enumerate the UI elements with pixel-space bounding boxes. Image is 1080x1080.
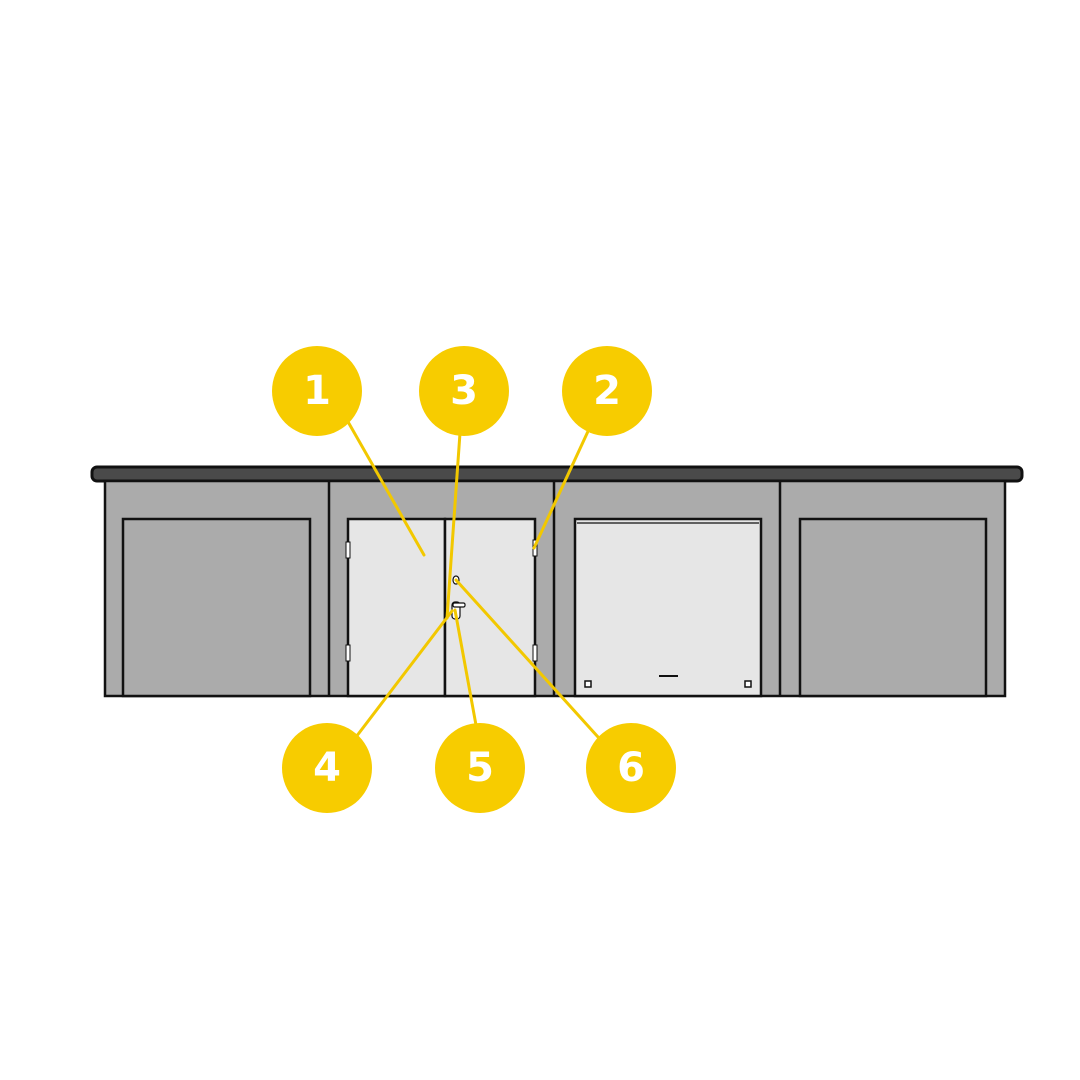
callout-3-label: 3 <box>450 368 478 414</box>
leader-line-4 <box>354 609 454 739</box>
callout-4: 4 <box>282 723 372 813</box>
garage-door-unit-1 <box>121 517 312 698</box>
callout-2-label: 2 <box>593 368 621 414</box>
callout-6: 6 <box>586 723 676 813</box>
callout-1: 1 <box>272 346 362 436</box>
door-bolt-icon <box>744 680 752 688</box>
hinge-icon <box>345 644 351 662</box>
callout-leaders <box>345 418 600 739</box>
double-swing-door <box>345 517 538 698</box>
callout-5-label: 5 <box>466 745 494 791</box>
hinge-icon <box>532 644 538 662</box>
hinge-icon <box>345 541 351 559</box>
callout-5: 5 <box>435 723 525 813</box>
door-leaf-left <box>346 517 447 698</box>
leader-line-2 <box>532 425 592 550</box>
callout-2: 2 <box>562 346 652 436</box>
callout-6-label: 6 <box>617 745 645 791</box>
callout-4-label: 4 <box>313 745 341 791</box>
garage-door-unit-3 <box>573 517 763 698</box>
callout-3: 3 <box>419 346 509 436</box>
leader-line-1 <box>345 418 426 557</box>
leader-line-5 <box>453 608 478 727</box>
door-bolt-icon <box>584 680 592 688</box>
callout-1-label: 1 <box>303 368 331 414</box>
roof-slab <box>90 465 1024 483</box>
up-and-over-door <box>573 517 763 698</box>
leader-line-3 <box>445 431 462 620</box>
leader-line-6 <box>454 578 600 739</box>
garage-door-unit-4 <box>798 517 988 698</box>
